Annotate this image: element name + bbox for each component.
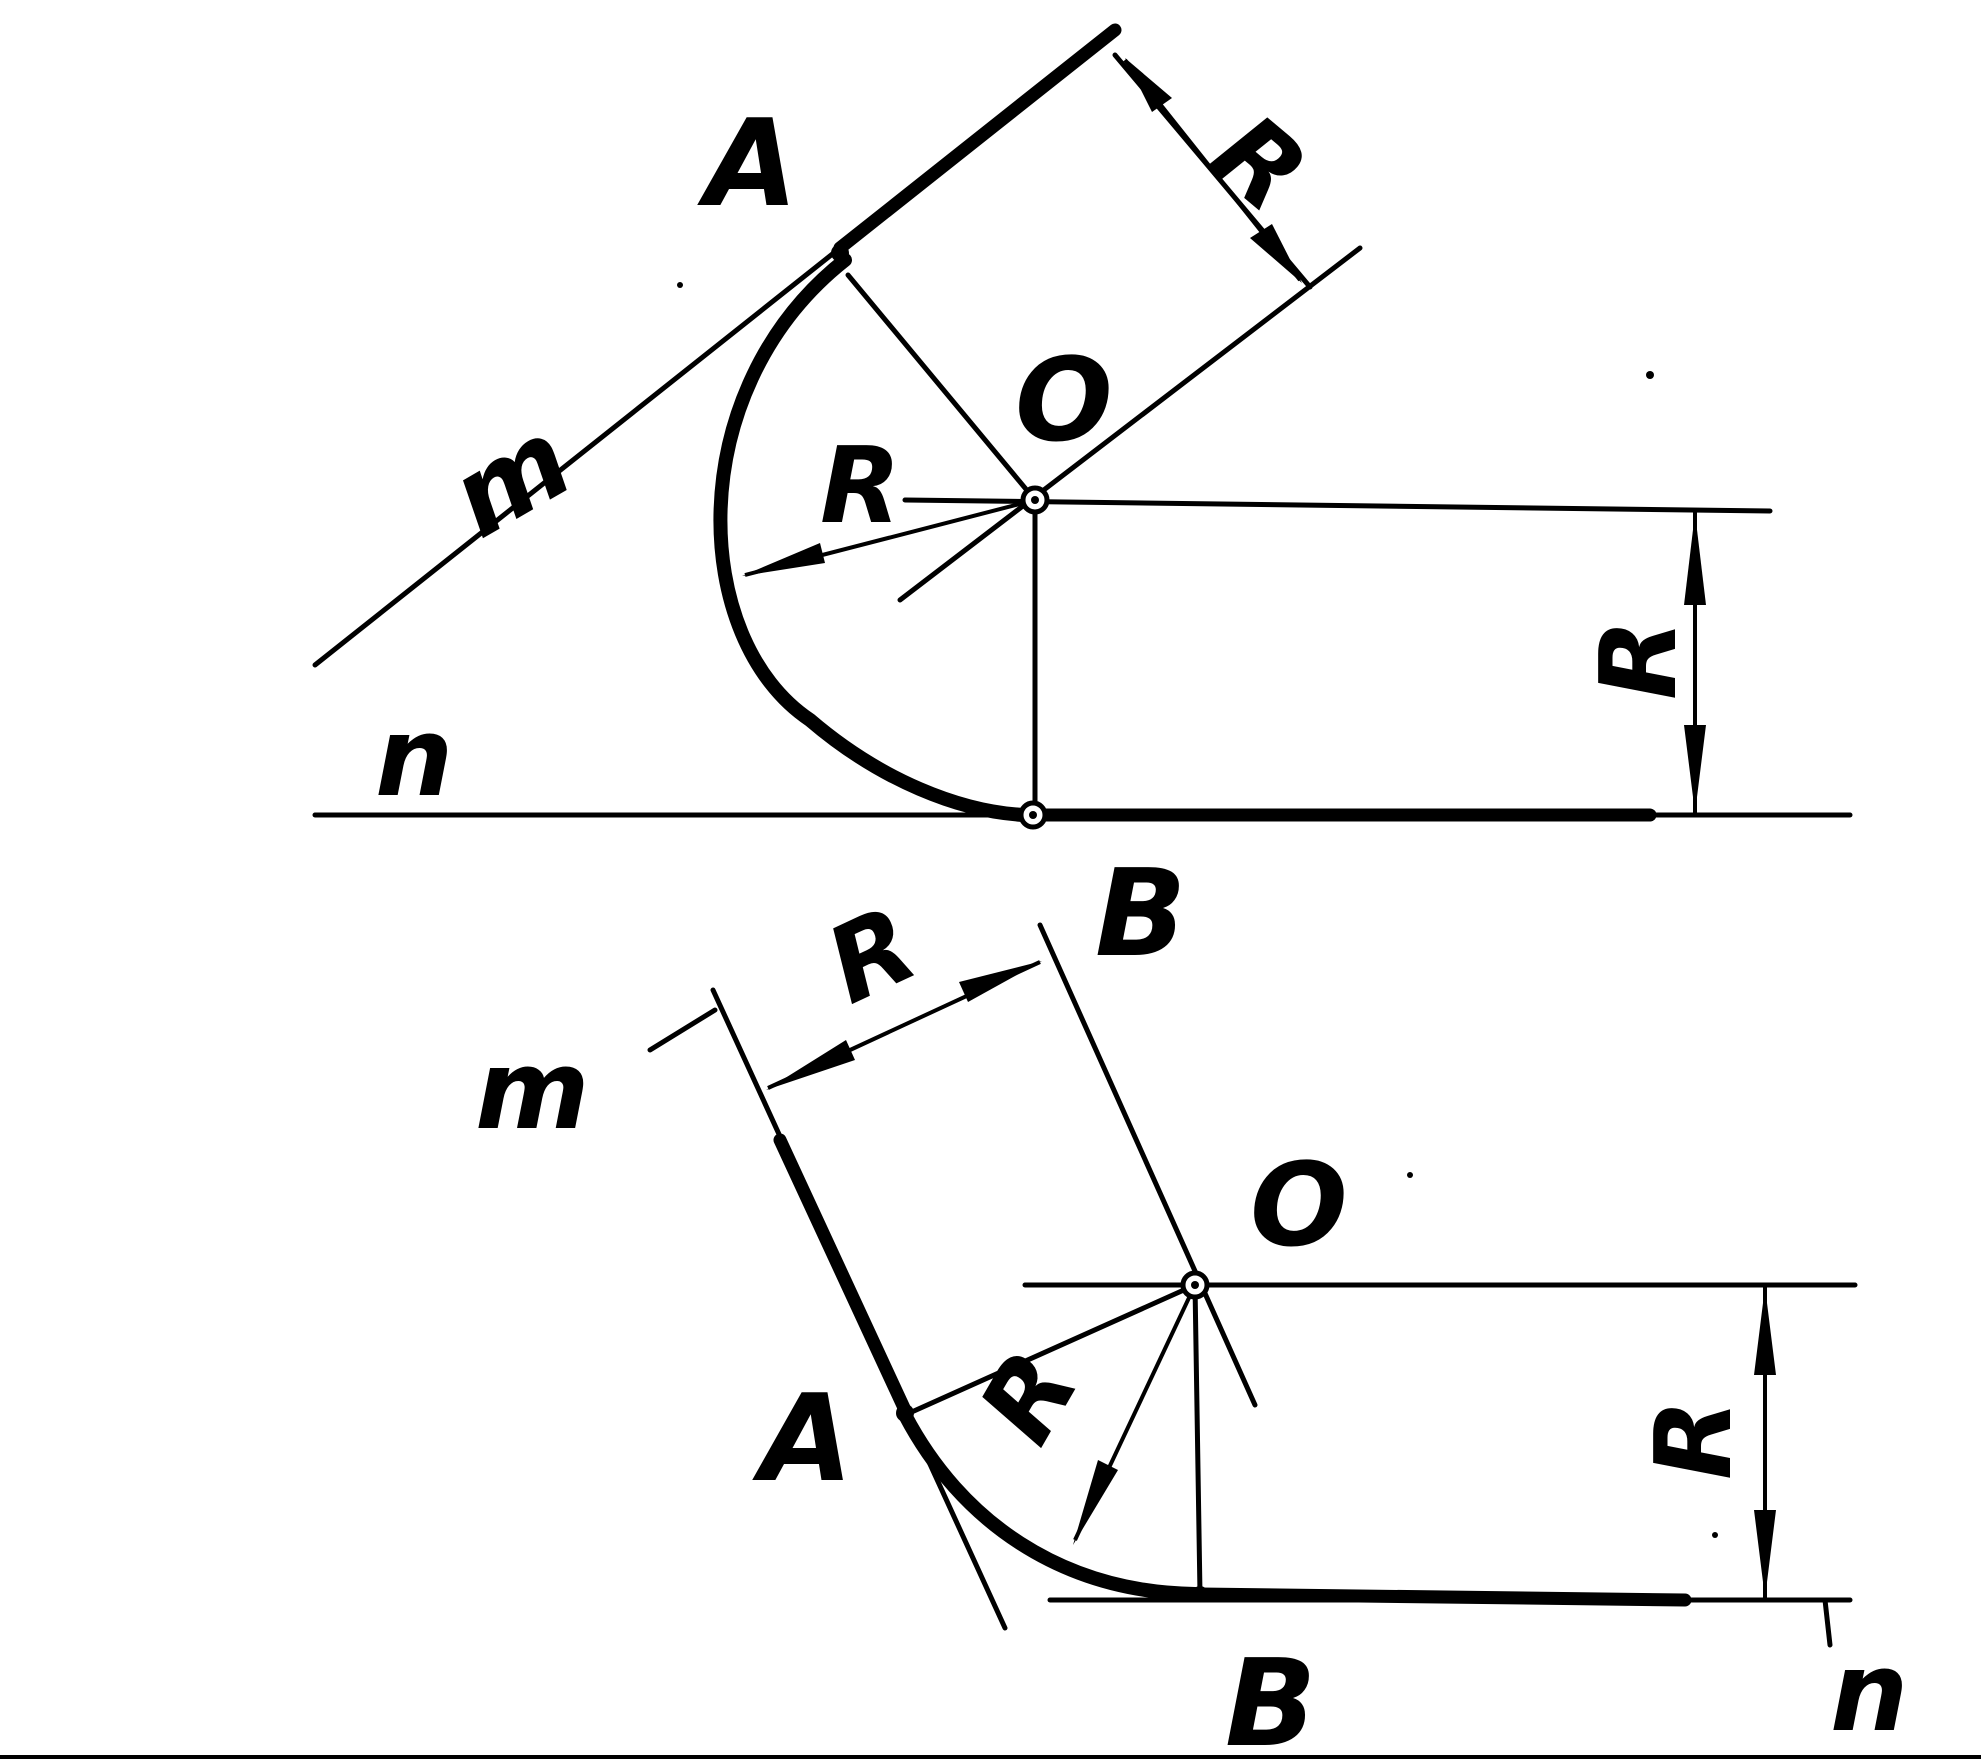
dimension-arrow-n-top-2	[1684, 725, 1706, 813]
radius-line-oa-top	[845, 272, 1038, 503]
tangent-arc-top	[713, 253, 1032, 822]
label-r-top-arc: R	[820, 425, 901, 547]
line-m-offset-top	[897, 245, 1363, 603]
dimension-arrow-m-bottom-1	[766, 1040, 855, 1090]
label-m-bottom: m	[475, 1026, 590, 1154]
label-m-top: m	[429, 394, 592, 562]
line-n-bottom-outline-segment	[1193, 1587, 1692, 1607]
line-m-bottom-outline-segment	[773, 1133, 912, 1417]
line-m-top	[312, 245, 843, 668]
label-o-top: O	[1015, 334, 1113, 468]
scan-specks	[677, 282, 1718, 1538]
radius-arrowhead-bottom	[1073, 1460, 1118, 1545]
point-o-top-dot	[1031, 496, 1039, 504]
label-a-top: A	[697, 95, 798, 234]
label-r-top-offset-n: R	[1578, 619, 1700, 700]
line-m-offset-bottom	[1037, 922, 1258, 1408]
figure-bottom: A O B m n R R R	[475, 883, 1908, 1761]
point-a-bottom-dot	[896, 1404, 914, 1422]
label-n-top: n	[375, 693, 453, 821]
speck	[1646, 371, 1654, 379]
dimension-arrow-m-bottom-2	[959, 961, 1042, 1002]
radius-line-ob-bottom	[1192, 1282, 1203, 1597]
label-r-top-offset-m: R	[1189, 91, 1329, 236]
dimension-arrow-n-bottom-1	[1754, 1287, 1776, 1375]
label-r-bottom-offset-m: R	[809, 883, 934, 1028]
dimension-arrow-m-top-2	[1250, 224, 1302, 283]
tangent-arc-bottom	[898, 1408, 1202, 1601]
dimension-arrow-m-top-1	[1125, 58, 1172, 112]
label-a-bottom: A	[752, 1370, 853, 1509]
radius-line-oa-bottom	[902, 1282, 1198, 1418]
point-a-top-dot	[831, 244, 849, 262]
dimension-arrow-n-bottom-2	[1754, 1510, 1776, 1598]
point-b-top-dot	[1029, 811, 1037, 819]
label-b-top: B	[1095, 845, 1186, 984]
tick-n-bottom	[1822, 1597, 1833, 1648]
label-n-bottom: n	[1830, 1628, 1908, 1756]
label-o-bottom: O	[1250, 1139, 1348, 1273]
label-r-bottom-arc: R	[956, 1331, 1102, 1462]
point-b-bottom-dot	[1192, 1586, 1208, 1602]
dimension-arrow-n-top-1	[1684, 513, 1706, 605]
line-m-top-outline-segment	[833, 23, 1122, 255]
figure-top: A O B m n R R R	[312, 23, 1853, 984]
label-b-bottom: B	[1225, 1635, 1316, 1761]
speck	[677, 282, 683, 288]
speck	[1407, 1172, 1413, 1178]
point-o-bottom-dot	[1191, 1281, 1199, 1289]
radius-arrowhead-top	[742, 543, 825, 576]
tick-m-bottom	[647, 1007, 718, 1053]
label-r-bottom-offset-n: R	[1633, 1399, 1755, 1480]
speck	[1712, 1532, 1718, 1538]
